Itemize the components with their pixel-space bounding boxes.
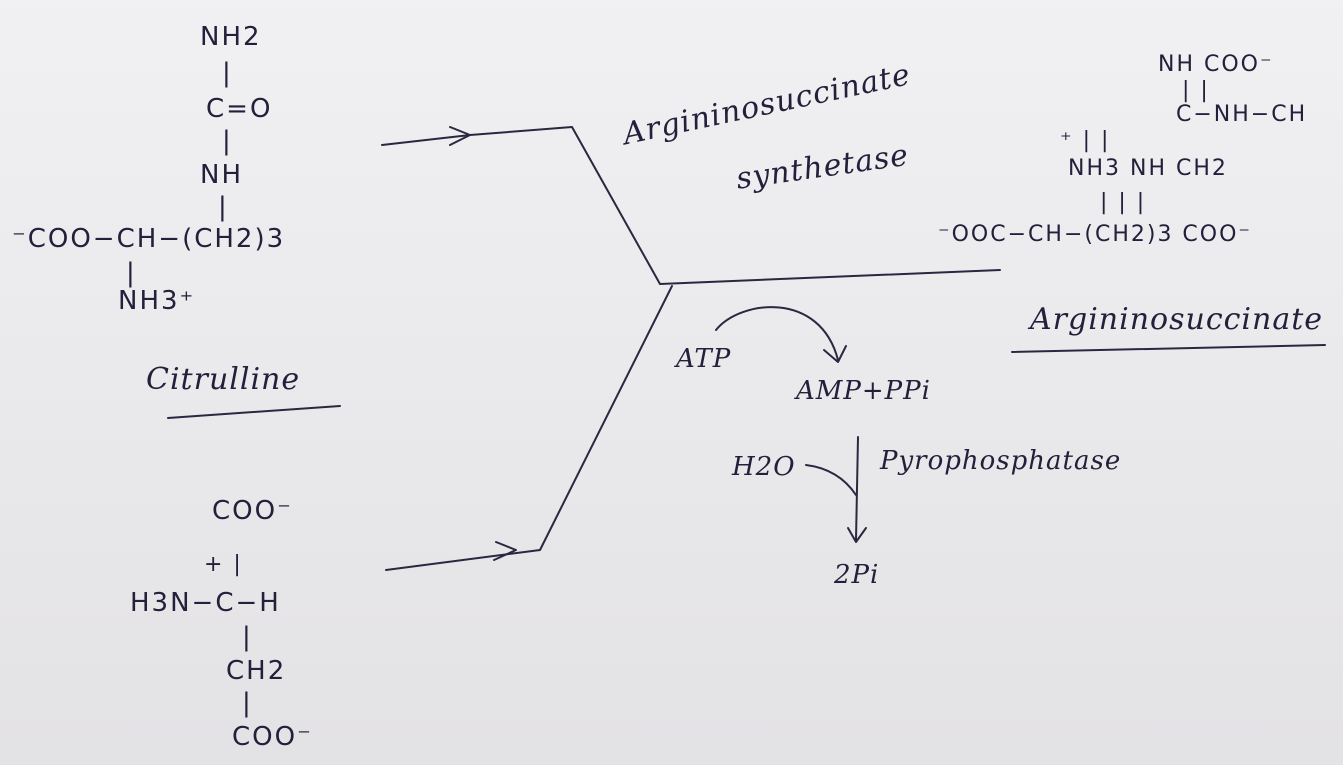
product-row-1: NH COO⁻ — [1158, 52, 1274, 77]
product-label: Argininosuccinate — [1030, 302, 1324, 337]
citrulline-nh2: NH2 — [200, 22, 262, 52]
citrulline-amino: NH3⁺ — [118, 286, 196, 316]
water-arrow — [805, 464, 857, 496]
aspartate-bond-3: | — [242, 688, 253, 718]
pyrophosphatase-label: Pyrophosphatase — [880, 446, 1122, 476]
atp-curved-arrow — [715, 306, 839, 361]
citrulline-carbonyl: C=O — [206, 94, 273, 124]
citrulline-bond-1: | — [222, 58, 233, 88]
pyrophosphatase-arrow — [855, 436, 859, 541]
aspartate-input-line — [385, 285, 673, 571]
product-row-2: | | — [1182, 78, 1210, 103]
two-pi-label: 2Pi — [834, 560, 880, 590]
citrulline-nh: NH — [200, 160, 243, 190]
product-row-7: ⁻OOC−CH−(CH2)3 COO⁻ — [938, 222, 1253, 247]
pyrophosphatase-arrowhead — [847, 527, 867, 543]
atp-arrowhead — [823, 345, 847, 363]
citrulline-backbone: ⁻COO−CH−(CH2)3 — [12, 224, 286, 254]
product-underline — [1011, 344, 1326, 353]
citrulline-arrowhead — [449, 126, 471, 146]
citrulline-bond-4: | — [126, 258, 137, 288]
aspartate-carboxyl-bottom: COO⁻ — [232, 722, 313, 752]
citrulline-bond-3: | — [218, 192, 229, 222]
product-row-4: ⁺ | | — [1060, 128, 1111, 153]
aspartate-bond-1: + | — [204, 552, 243, 577]
product-row-6: | | | — [1100, 190, 1147, 215]
product-row-5: NH3 NH CH2 — [1068, 156, 1228, 181]
atp-label: ATP — [676, 344, 732, 374]
aspartate-carboxyl-top: COO⁻ — [212, 496, 293, 526]
water-label: H2O — [732, 452, 796, 482]
product-row-3: C−NH−CH — [1176, 102, 1308, 127]
citrulline-bond-2: | — [222, 126, 233, 156]
citrulline-underline — [167, 405, 341, 419]
citrulline-label: Citrulline — [146, 362, 301, 397]
citrulline-input-line — [381, 126, 1001, 285]
aspartate-ch2: CH2 — [226, 656, 287, 686]
aspartate-bond-2: | — [242, 622, 253, 652]
aspartate-arrowhead — [493, 541, 517, 561]
aspartate-alpha-carbon: H3N−C−H — [130, 588, 281, 618]
amp-ppi-label: AMP+PPi — [796, 376, 931, 406]
